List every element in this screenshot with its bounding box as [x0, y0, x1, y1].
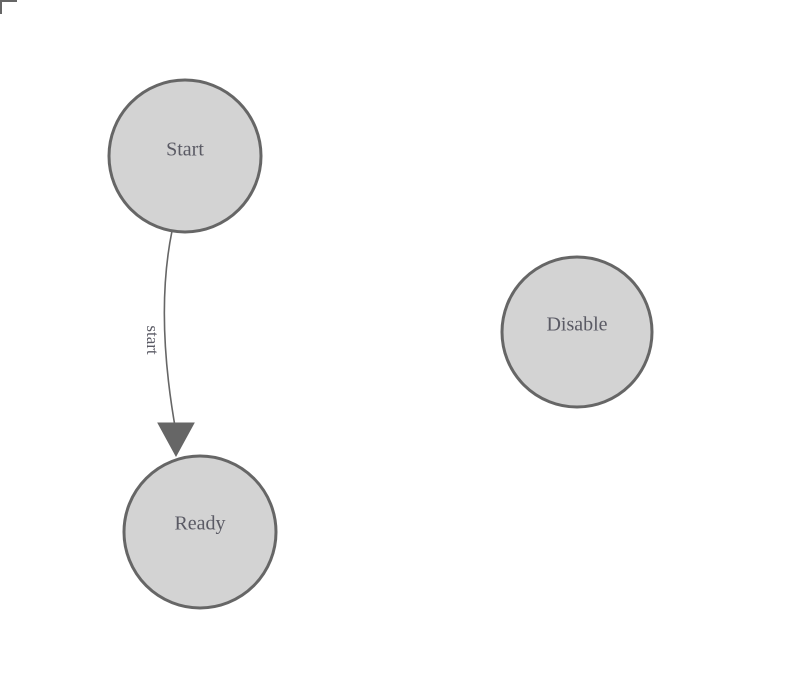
- edge-start-to-ready[interactable]: start: [143, 230, 195, 458]
- node-disable-label: Disable: [546, 314, 607, 336]
- edge-label-start: start: [143, 325, 162, 355]
- node-start[interactable]: Start: [107, 78, 263, 234]
- edge-line: [163, 230, 177, 433]
- node-disable-circle[interactable]: [500, 255, 654, 409]
- node-ready-circle[interactable]: [122, 454, 278, 610]
- node-ready[interactable]: Ready: [122, 454, 278, 610]
- node-start-label: Start: [166, 139, 204, 161]
- node-ready-label: Ready: [174, 513, 225, 535]
- edge-arrowhead-icon: [157, 422, 195, 458]
- canvas-corner-mark-icon: [0, 0, 17, 14]
- node-start-circle[interactable]: [107, 78, 263, 234]
- node-disable[interactable]: Disable: [500, 255, 654, 409]
